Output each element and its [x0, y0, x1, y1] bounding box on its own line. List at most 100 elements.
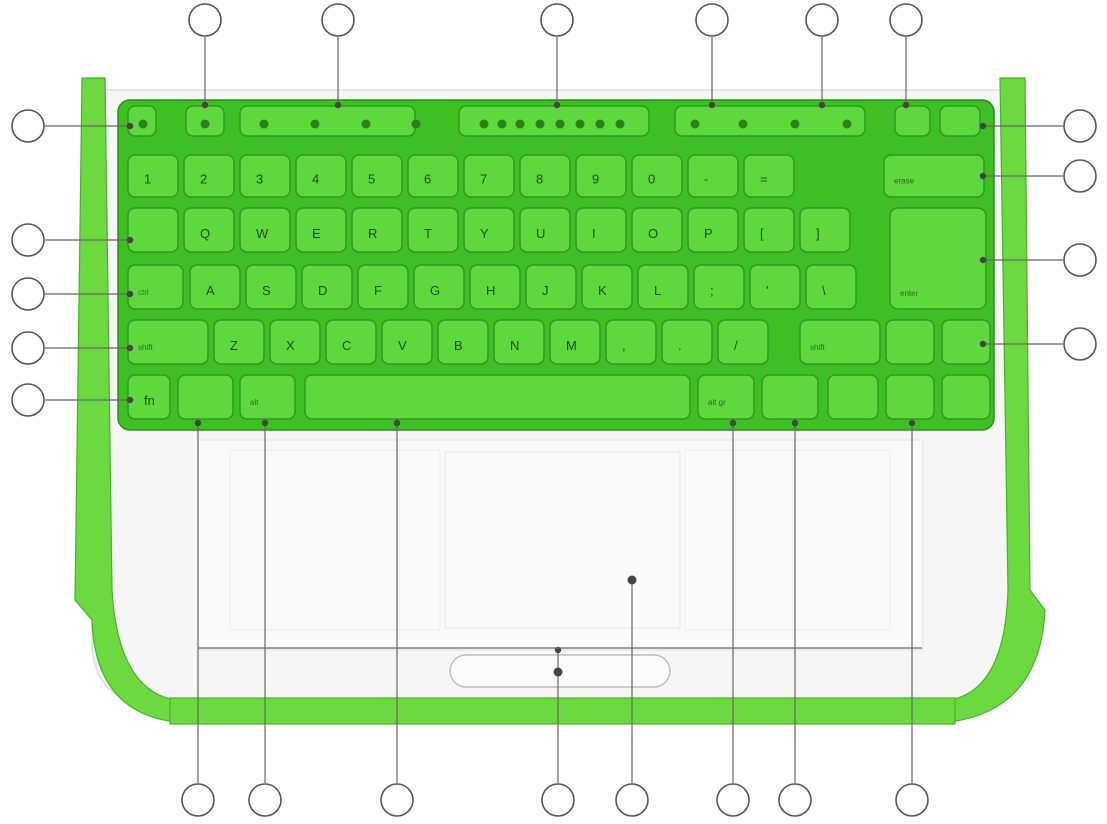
key-cap[interactable]	[800, 208, 850, 252]
key[interactable]	[940, 106, 980, 136]
key[interactable]: X	[270, 320, 320, 364]
key-cap[interactable]	[438, 320, 488, 364]
key[interactable]: E	[296, 208, 346, 252]
key[interactable]: J	[526, 265, 576, 309]
key[interactable]: V	[382, 320, 432, 364]
key-cap[interactable]	[296, 155, 346, 197]
key-cap[interactable]	[352, 155, 402, 197]
key-cap[interactable]	[828, 375, 878, 419]
key-cap[interactable]	[806, 265, 856, 309]
key[interactable]: 9	[576, 155, 626, 197]
key-cap[interactable]	[886, 375, 934, 419]
key-cap[interactable]	[942, 375, 990, 419]
key-cap[interactable]	[886, 320, 934, 364]
key-cap[interactable]	[358, 265, 408, 309]
key[interactable]: [	[744, 208, 794, 252]
key[interactable]: F	[358, 265, 408, 309]
key[interactable]: =	[744, 155, 794, 197]
key[interactable]: ctrl	[128, 265, 183, 309]
key-cap[interactable]	[688, 155, 738, 197]
key-cap[interactable]	[296, 208, 346, 252]
key[interactable]: U	[520, 208, 570, 252]
key[interactable]: 0	[632, 155, 682, 197]
key-cap[interactable]	[214, 320, 264, 364]
key[interactable]: M	[550, 320, 600, 364]
key[interactable]: shift	[128, 320, 208, 364]
key-cap[interactable]	[632, 155, 682, 197]
key[interactable]	[895, 106, 930, 136]
key[interactable]: P	[688, 208, 738, 252]
key[interactable]: enter	[890, 208, 986, 309]
key[interactable]: W	[240, 208, 290, 252]
key-cap[interactable]	[940, 106, 980, 136]
key-cap[interactable]	[305, 375, 690, 419]
key-cap[interactable]	[662, 320, 712, 364]
key[interactable]	[675, 106, 865, 136]
key[interactable]: erase	[884, 155, 984, 197]
key-cap[interactable]	[606, 320, 656, 364]
key[interactable]: alt gr	[698, 375, 754, 419]
key-cap[interactable]	[750, 265, 800, 309]
key-cap[interactable]	[576, 208, 626, 252]
key[interactable]: Y	[464, 208, 514, 252]
key-cap[interactable]	[246, 265, 296, 309]
key-cap[interactable]	[128, 265, 183, 309]
key-cap[interactable]	[178, 375, 233, 419]
key-cap[interactable]	[895, 106, 930, 136]
key[interactable]: O	[632, 208, 682, 252]
key[interactable]: .	[662, 320, 712, 364]
key[interactable]: -	[688, 155, 738, 197]
key-cap[interactable]	[675, 106, 865, 136]
key[interactable]: 3	[240, 155, 290, 197]
key[interactable]: R	[352, 208, 402, 252]
key[interactable]: N	[494, 320, 544, 364]
key[interactable]: alt	[240, 375, 295, 419]
key-cap[interactable]	[694, 265, 744, 309]
key[interactable]: 1	[128, 155, 178, 197]
key[interactable]: 6	[408, 155, 458, 197]
key[interactable]	[178, 375, 233, 419]
key[interactable]: ]	[800, 208, 850, 252]
key[interactable]: I	[576, 208, 626, 252]
key-cap[interactable]	[744, 208, 794, 252]
key[interactable]: 2	[184, 155, 234, 197]
key-cap[interactable]	[408, 208, 458, 252]
key[interactable]	[305, 375, 690, 419]
key[interactable]: Q	[184, 208, 234, 252]
key-cap[interactable]	[184, 155, 234, 197]
key[interactable]: C	[326, 320, 376, 364]
key[interactable]	[886, 320, 934, 364]
key[interactable]	[886, 375, 934, 419]
key[interactable]: K	[582, 265, 632, 309]
key-cap[interactable]	[464, 208, 514, 252]
key[interactable]: ;	[694, 265, 744, 309]
key-cap[interactable]	[762, 375, 818, 419]
key-cap[interactable]	[240, 155, 290, 197]
key-cap[interactable]	[520, 155, 570, 197]
key[interactable]: Z	[214, 320, 264, 364]
key[interactable]: 8	[520, 155, 570, 197]
key[interactable]	[942, 375, 990, 419]
key[interactable]: '	[750, 265, 800, 309]
key-cap[interactable]	[718, 320, 768, 364]
key[interactable]: 7	[464, 155, 514, 197]
key[interactable]: S	[246, 265, 296, 309]
key[interactable]: B	[438, 320, 488, 364]
key[interactable]: \	[806, 265, 856, 309]
key-cap[interactable]	[128, 155, 178, 197]
key[interactable]	[762, 375, 818, 419]
key[interactable]: shift	[800, 320, 880, 364]
key-cap[interactable]	[744, 155, 794, 197]
key-cap[interactable]	[698, 375, 754, 419]
key-cap[interactable]	[464, 155, 514, 197]
key[interactable]: 5	[352, 155, 402, 197]
key[interactable]: fn	[128, 375, 170, 419]
key[interactable]: ,	[606, 320, 656, 364]
key[interactable]: /	[718, 320, 768, 364]
key-cap[interactable]	[576, 155, 626, 197]
key-cap[interactable]	[270, 320, 320, 364]
key-cap[interactable]	[638, 265, 688, 309]
key[interactable]: H	[470, 265, 520, 309]
key[interactable]: L	[638, 265, 688, 309]
key[interactable]: T	[408, 208, 458, 252]
